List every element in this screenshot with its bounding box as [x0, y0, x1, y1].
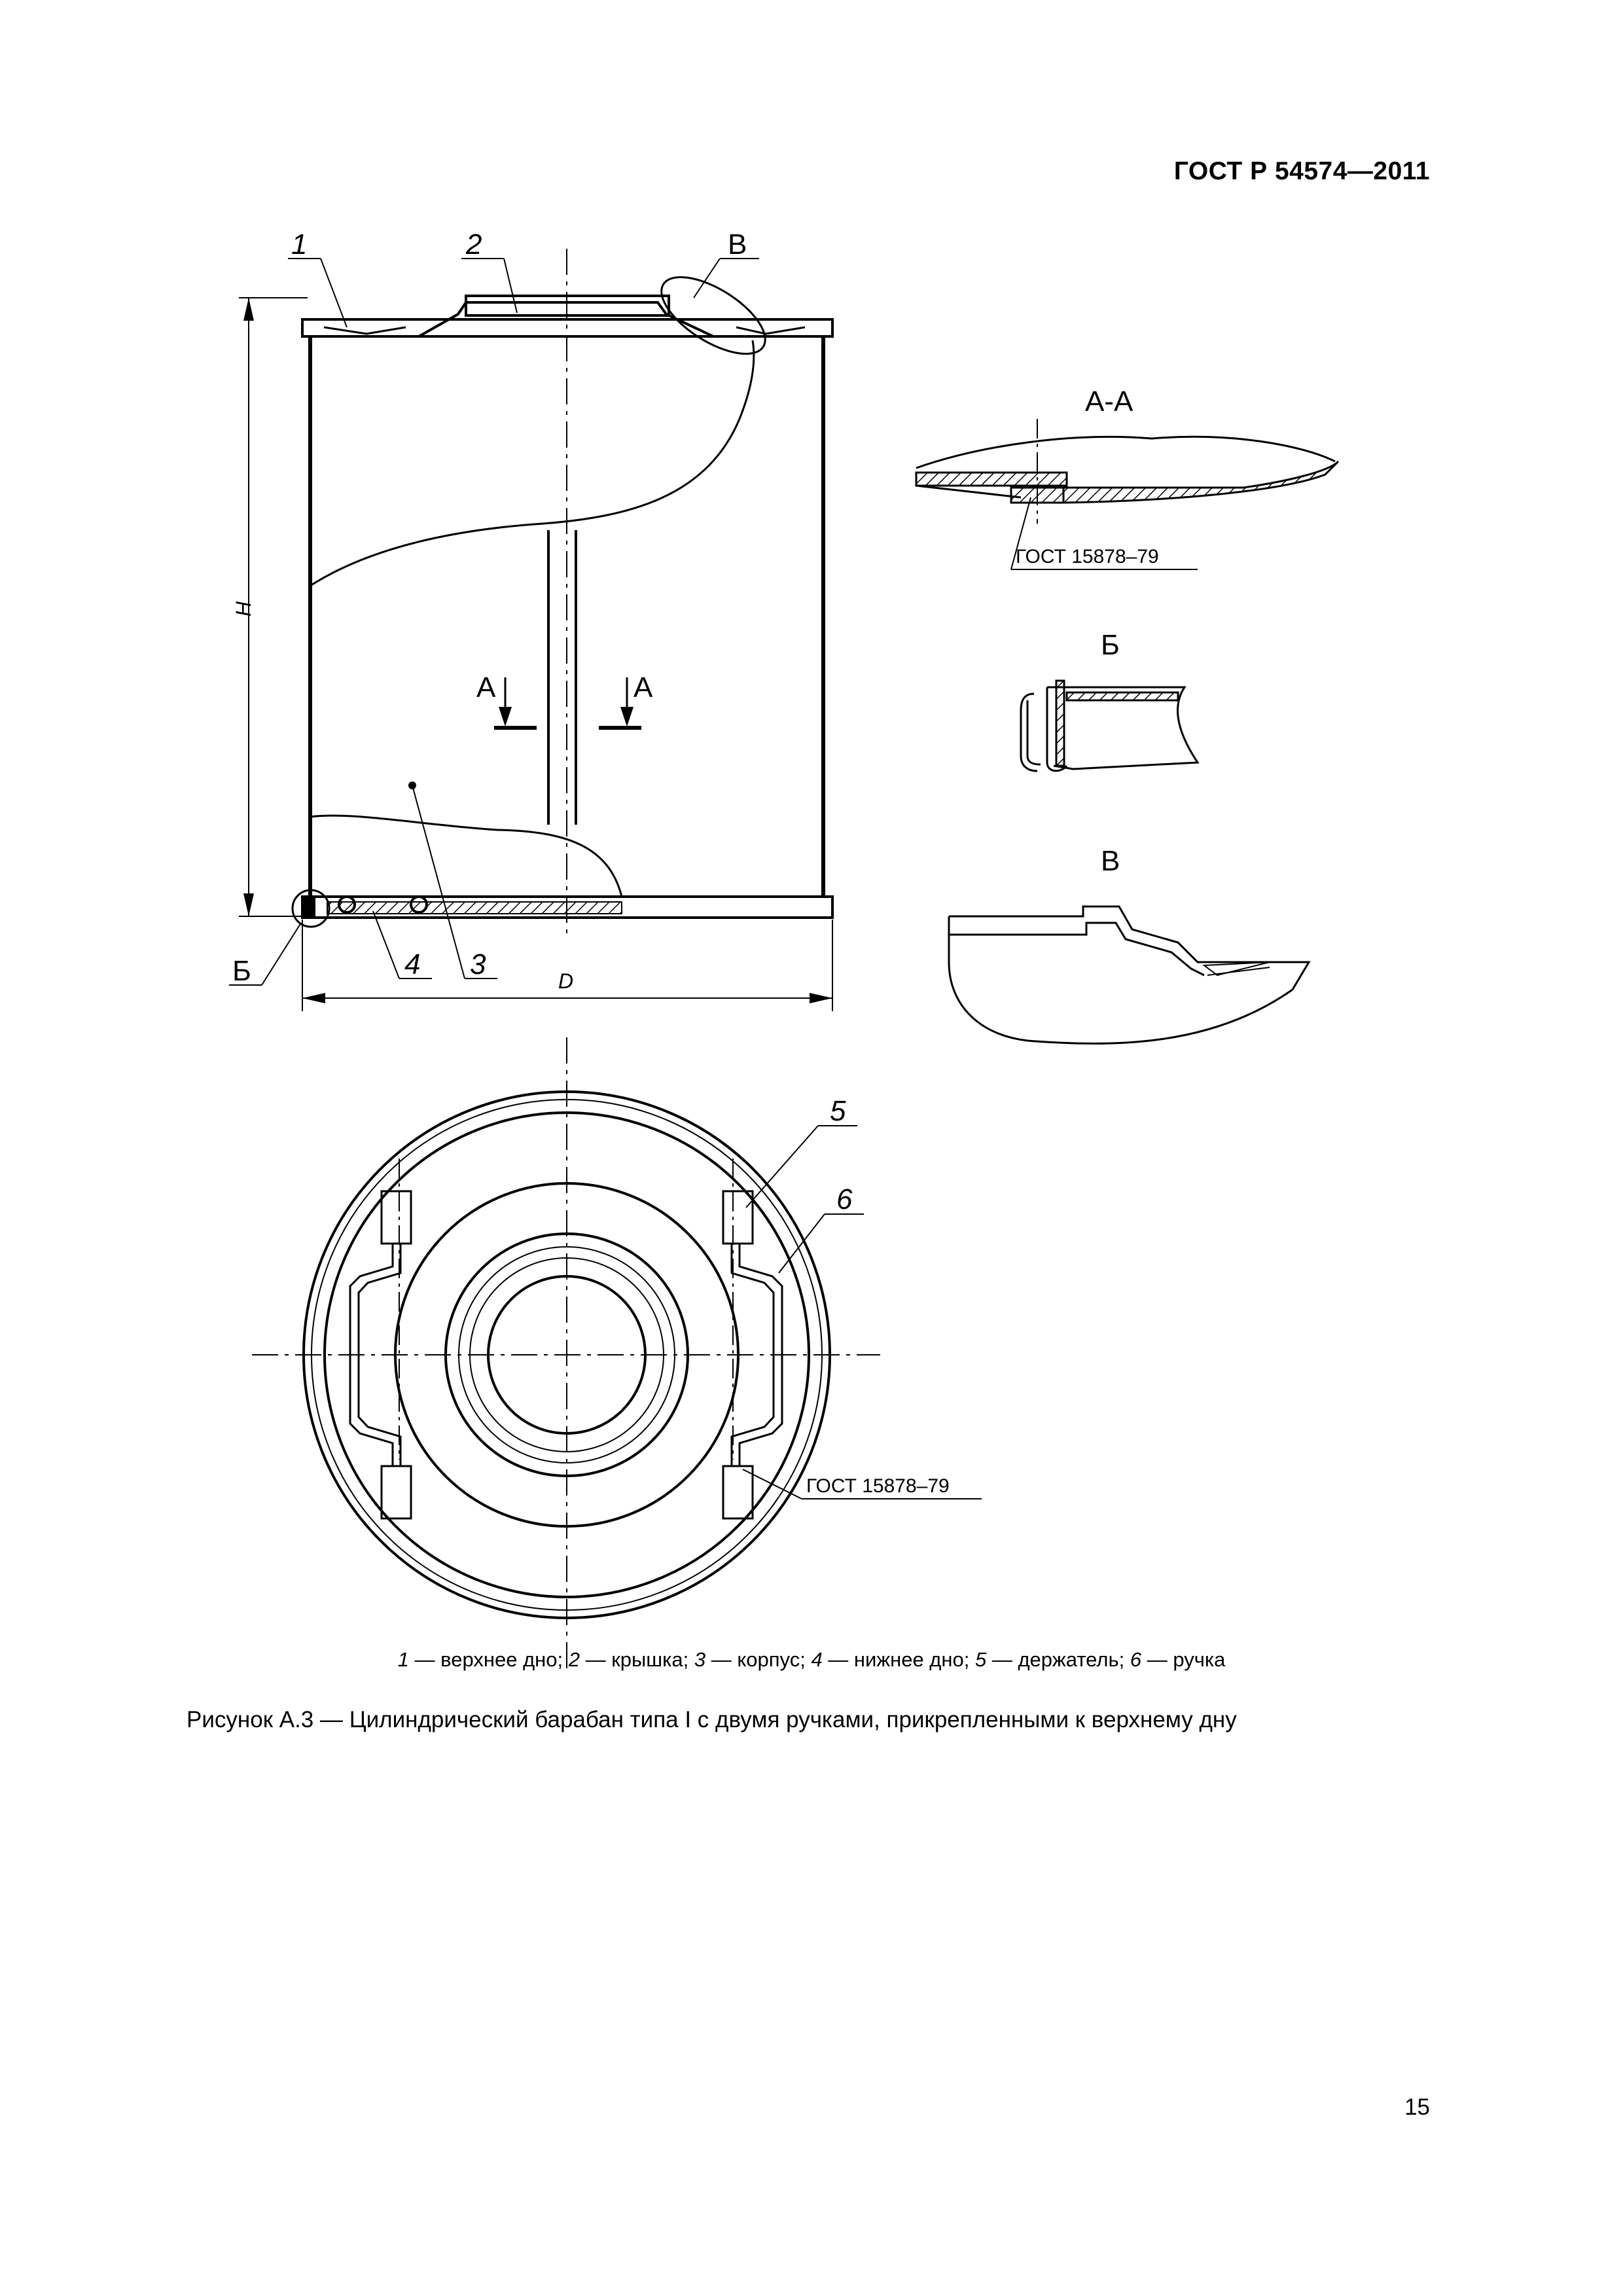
callout-6: 6 — [836, 1183, 853, 1215]
section-a-a-title: А-А — [1085, 386, 1133, 418]
detail-v-mark: В — [728, 228, 747, 260]
height-label: H — [232, 601, 255, 617]
document-header: ГОСТ Р 54574—2011 — [1173, 157, 1430, 185]
figure-caption: Рисунок А.3 — Цилиндрический барабан тип… — [187, 1707, 1237, 1732]
section-a-a — [915, 419, 1340, 570]
figure-legend: 1 — верхнее дно; 2 — крышка; 3 — корпус;… — [0, 1648, 1623, 1672]
detail-v — [948, 905, 1311, 1045]
section-a-mark-left: А — [476, 672, 496, 704]
page-number: 15 — [1404, 2094, 1430, 2120]
legend-item: 6 — ручка — [1130, 1648, 1226, 1671]
callout-3: 3 — [470, 948, 486, 980]
legend-item: 3 — корпус; — [694, 1648, 812, 1671]
callout-2: 2 — [465, 228, 482, 260]
legend-item: 5 — держатель; — [974, 1648, 1130, 1671]
callout-1: 1 — [291, 228, 307, 260]
detail-b — [1020, 679, 1200, 772]
top-view-ref: ГОСТ 15878–79 — [806, 1475, 950, 1497]
section-a-a-ref: ГОСТ 15878–79 — [1016, 546, 1159, 567]
detail-b-title: Б — [1101, 629, 1120, 661]
callout-4: 4 — [404, 948, 420, 980]
legend-item: 4 — нижнее дно; — [811, 1648, 975, 1671]
detail-b-mark: Б — [232, 955, 251, 987]
callout-5: 5 — [830, 1095, 846, 1127]
legend-item: 1 — верхнее дно; — [397, 1648, 569, 1671]
front-view — [229, 249, 834, 1011]
section-a-mark-right: А — [633, 672, 653, 704]
top-view — [252, 1037, 982, 1672]
diameter-label: D — [558, 969, 573, 993]
detail-v-title: В — [1101, 845, 1120, 877]
legend-item: 2 — крышка; — [568, 1648, 694, 1671]
front-view-labels: 1 2 В H А А Б 4 3 D — [232, 228, 747, 993]
